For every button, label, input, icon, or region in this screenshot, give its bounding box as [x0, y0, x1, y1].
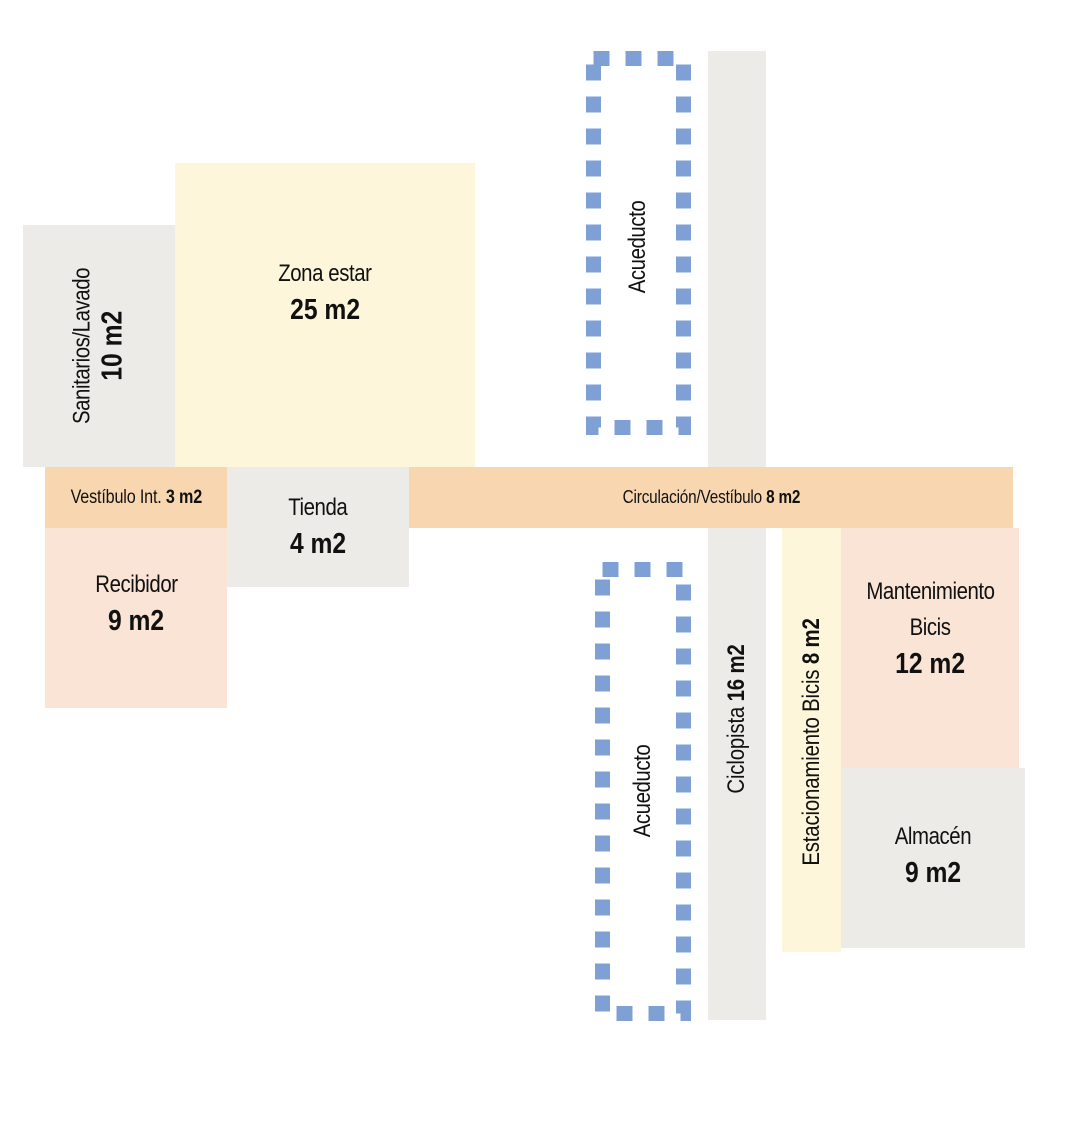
room-label: Vestíbulo Int. 3 m2 — [70, 486, 202, 509]
room-area: 8 m2 — [797, 618, 825, 665]
room-ciclopista: Ciclopista 16 m2 — [708, 528, 766, 1020]
aqueduct-label: Acueducto — [624, 200, 651, 294]
room-name: Sanitarios/Lavado — [68, 267, 96, 425]
room-label: Estacionamiento Bicis 8 m2 — [798, 618, 826, 865]
room-vestibulo-int: Vestíbulo Int. 3 m2 — [45, 467, 227, 528]
room-estacionamiento-bicis: Estacionamiento Bicis 8 m2 — [782, 528, 841, 952]
room-almacen: Almacén 9 m2 — [841, 768, 1025, 948]
room-area: 8 m2 — [765, 487, 800, 507]
room-mantenimiento-bicis: Mantenimiento Bicis 12 m2 — [841, 528, 1019, 768]
room-name: Almacén — [894, 822, 972, 850]
aqueduct-dashed-outline — [595, 562, 691, 1021]
room-name: Ciclopista — [723, 706, 750, 794]
room-name: Tienda — [288, 493, 348, 521]
aqueduct-lower: Acueducto — [595, 562, 691, 1021]
aqueduct-label: Acueducto — [629, 744, 656, 838]
room-label: Circulación/Vestíbulo 8 m2 — [622, 487, 800, 508]
room-name: Vestíbulo Int. — [70, 486, 162, 508]
room-tienda: Tienda 4 m2 — [227, 467, 409, 587]
ciclopista-upper — [708, 51, 766, 467]
room-recibidor: Recibidor 9 m2 — [45, 528, 227, 708]
aqueduct-upper: Acueducto — [586, 51, 691, 435]
room-area: 16 m2 — [723, 644, 750, 702]
room-label: Ciclopista 16 m2 — [723, 644, 751, 793]
room-name: Estacionamiento Bicis — [797, 669, 825, 866]
room-name: Circulación/Vestíbulo — [622, 487, 762, 507]
room-area: 4 m2 — [289, 527, 347, 560]
room-name-line2: Bicis — [909, 613, 951, 641]
room-zona-estar: Zona estar 25 m2 — [175, 163, 475, 467]
room-area: 12 m2 — [895, 647, 965, 680]
room-sanitarios-lavado: Sanitarios/Lavado 10 m2 — [23, 225, 175, 467]
room-area: 10 m2 — [96, 311, 129, 381]
room-name-line1: Mantenimiento — [865, 577, 995, 605]
room-name: Recibidor — [94, 570, 178, 598]
aqueduct-dashed-outline — [586, 51, 691, 435]
room-name: Zona estar — [278, 259, 372, 287]
room-circulacion-vestibulo: Circulación/Vestíbulo 8 m2 — [409, 467, 1013, 528]
room-area: 3 m2 — [165, 486, 202, 508]
room-area: 9 m2 — [904, 856, 962, 889]
room-area: 9 m2 — [107, 604, 165, 637]
room-area: 25 m2 — [290, 293, 360, 326]
